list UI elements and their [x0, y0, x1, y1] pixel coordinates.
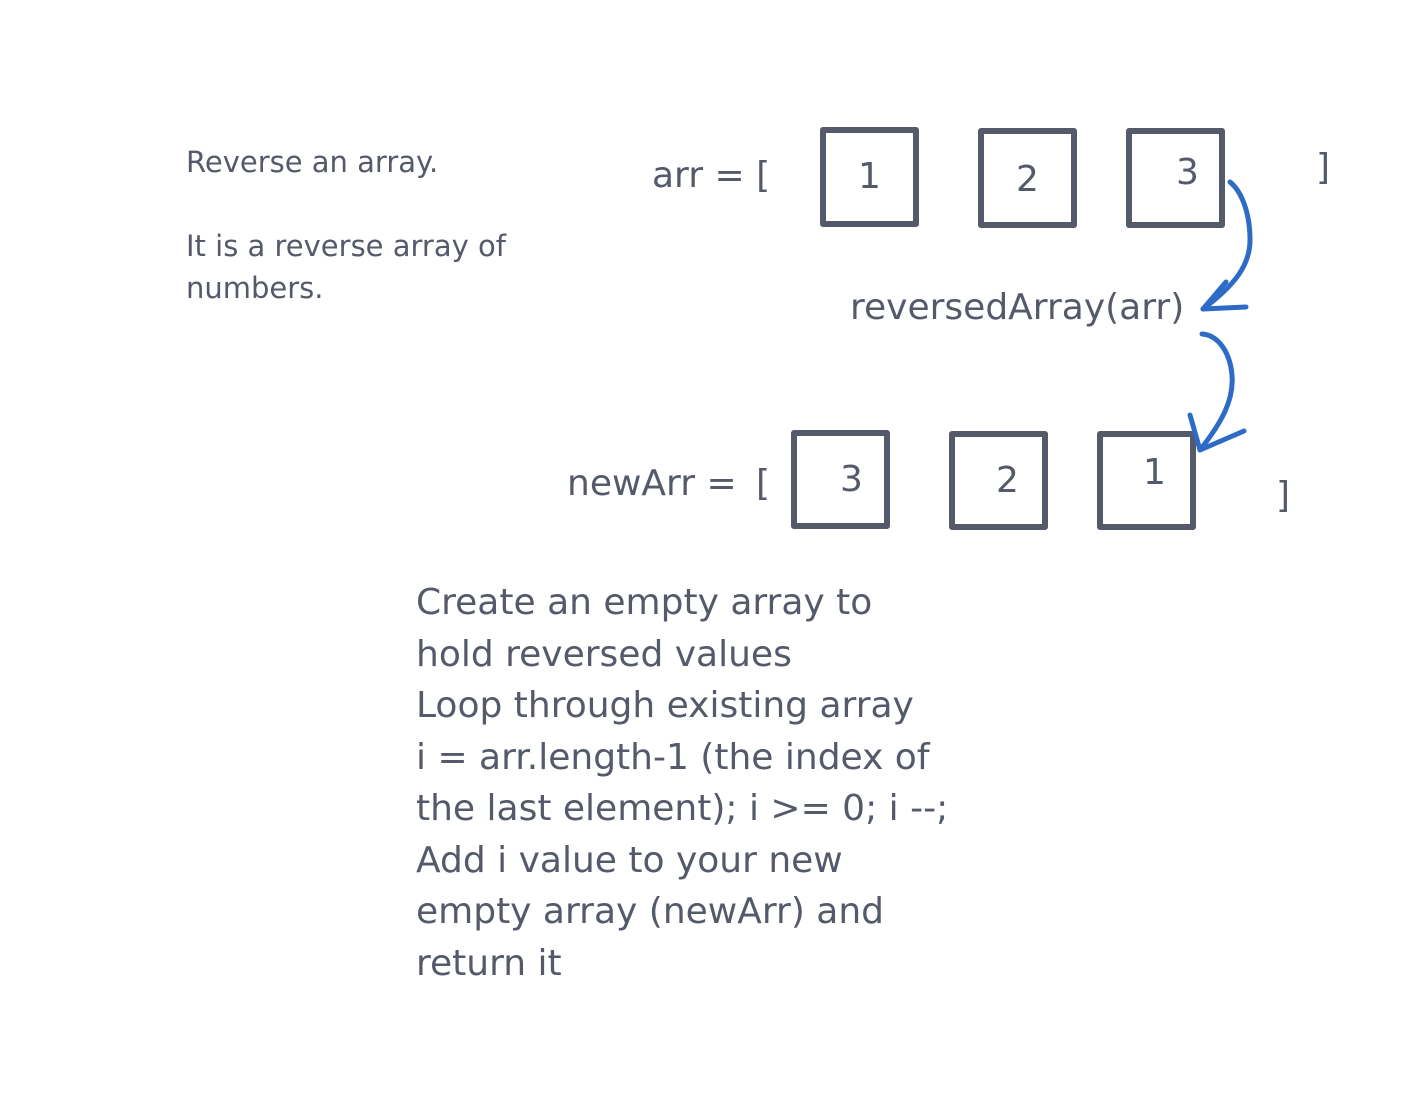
step-line-5: the last element); i >= 0; i --; [416, 788, 949, 829]
step-line-3: Loop through existing array [416, 685, 914, 726]
output-array-close-bracket: ] [1276, 475, 1291, 516]
output-array-cell-0: 3 [791, 430, 890, 529]
input-array-value-0: 1 [858, 156, 881, 197]
arrow-down-to-output-head-icon [1187, 412, 1247, 453]
step-line-7: empty array (newArr) and [416, 891, 885, 932]
input-array-value-2: 3 [1176, 152, 1199, 193]
output-array-label: newArr = [567, 463, 737, 504]
output-array-cell-2: 1 [1097, 431, 1196, 530]
input-array-cell-2: 3 [1126, 128, 1225, 228]
step-line-2: hold reversed values [416, 633, 792, 675]
input-array-close-bracket: ] [1316, 147, 1331, 188]
output-array-value-2: 1 [1143, 451, 1166, 493]
algorithm-steps: Create an empty array to hold reversed v… [416, 577, 948, 989]
step-line-1: Create an empty array to [416, 582, 873, 623]
input-array-cell-1: 2 [978, 128, 1077, 228]
problem-description-line-2: numbers. [186, 271, 324, 305]
problem-title: Reverse an array. [186, 145, 439, 179]
output-array-value-0: 3 [840, 458, 863, 500]
input-array-cell-0: 1 [820, 127, 919, 227]
problem-description-line-1: It is a reverse array of [186, 229, 506, 263]
function-call-label: reversedArray(arr) [850, 287, 1185, 328]
arrow-down-to-output-icon [1197, 331, 1235, 453]
step-line-6: Add i value to your new [416, 839, 843, 881]
step-line-4: i = arr.length-1 (the index of [416, 736, 930, 778]
output-array-open-bracket: [ [756, 463, 771, 504]
output-array-value-1: 2 [996, 459, 1019, 501]
arrow-down-to-function-head-icon [1200, 279, 1249, 312]
arrow-down-to-function-icon [1200, 179, 1253, 312]
output-array-cell-1: 2 [949, 431, 1048, 530]
step-line-8: return it [416, 942, 562, 984]
input-array-value-1: 2 [1016, 159, 1039, 200]
input-array-label: arr = [ [652, 155, 771, 196]
